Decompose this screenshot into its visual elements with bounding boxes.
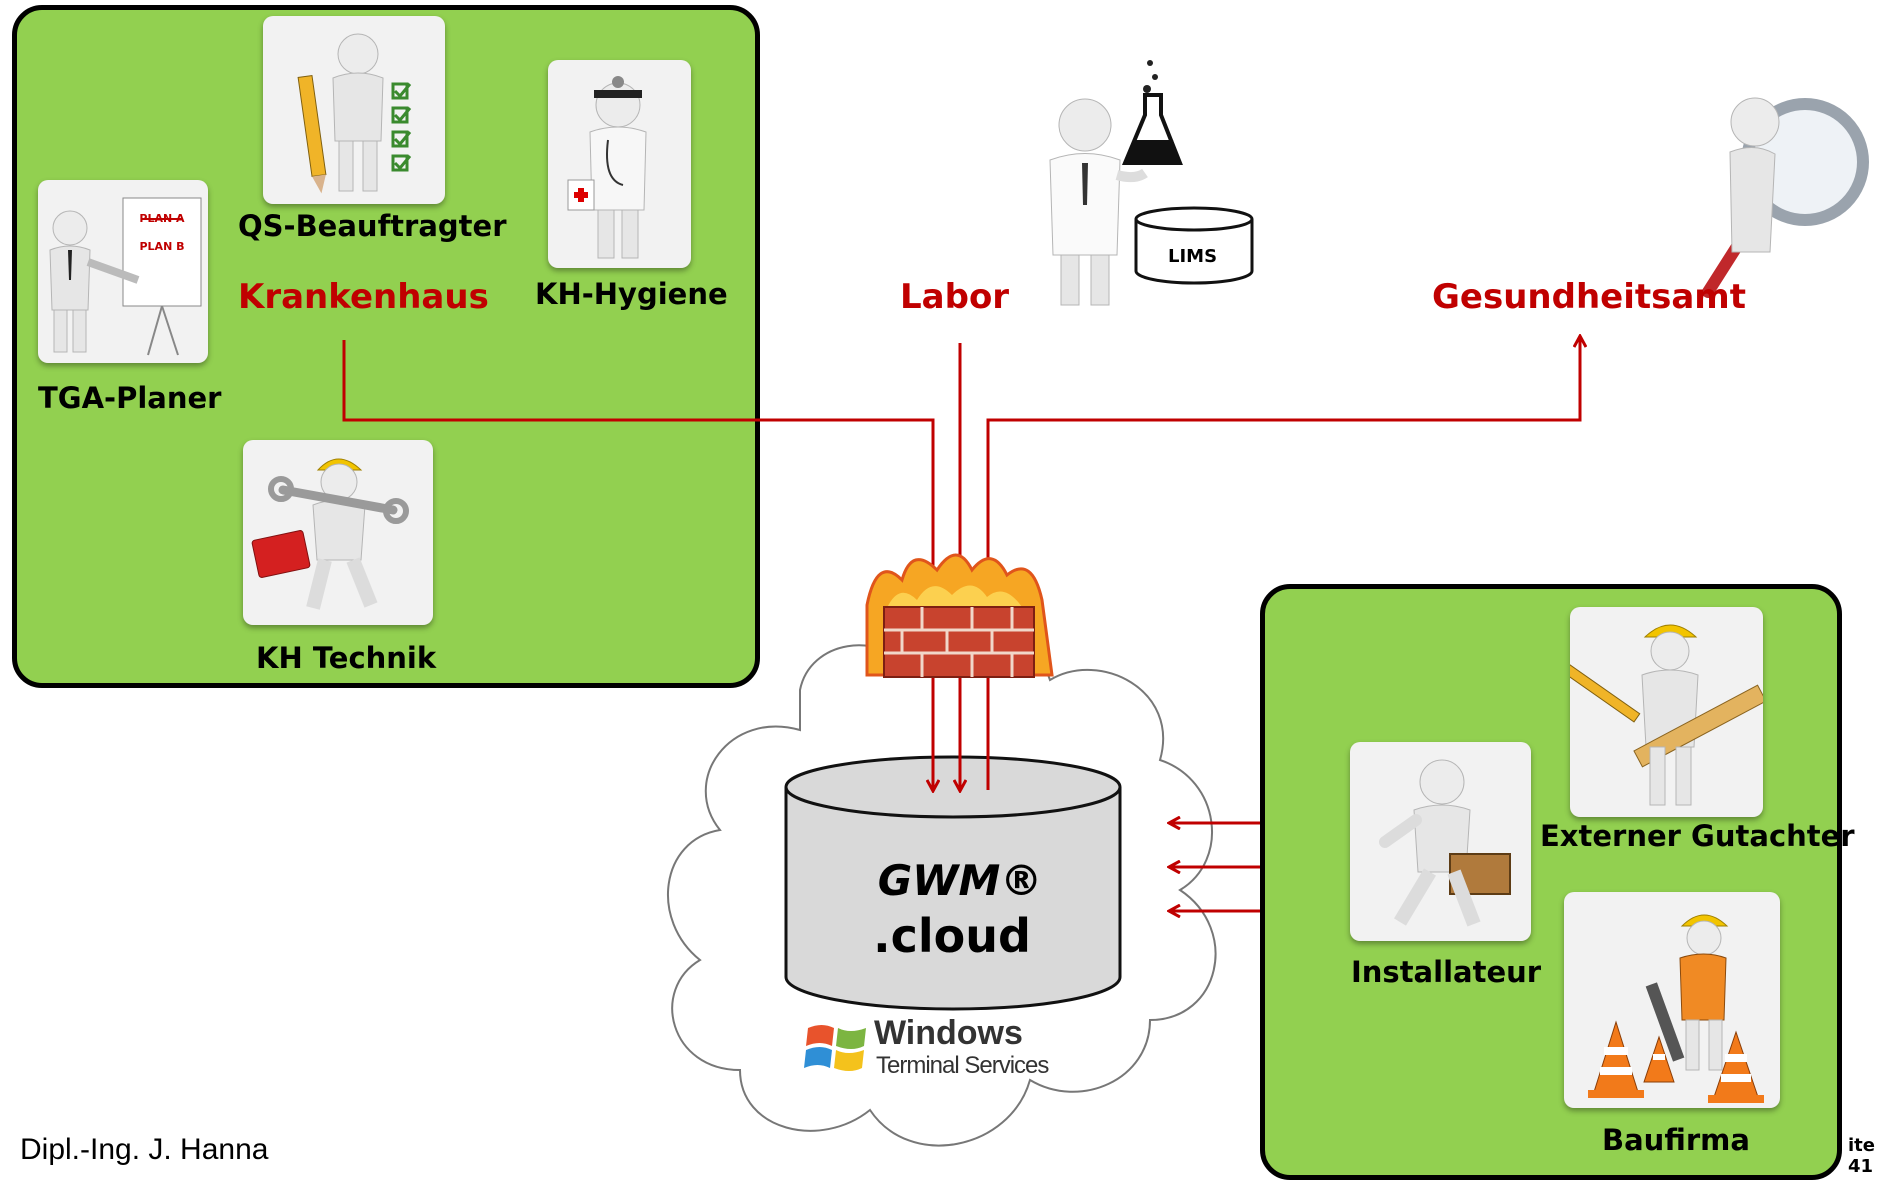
kh-hygiene-card — [548, 60, 691, 268]
windows-label: Windows — [874, 1014, 1023, 1052]
doctor-figure-icon — [567, 76, 647, 259]
terminal-services-label: Terminal Services — [876, 1052, 1049, 1079]
figure-checklist-icon — [297, 33, 412, 194]
externer-gutachter-label: Externer Gutachter — [1540, 819, 1855, 853]
windows-logo-icon — [804, 1025, 866, 1071]
kh-technik-label: KH Technik — [256, 641, 437, 675]
externer-gutachter-card — [1570, 607, 1763, 817]
plan-b-text: PLAN B — [139, 240, 184, 253]
gwm-product-label: GWM® — [877, 856, 1043, 905]
plumber-toolbox-icon — [1379, 759, 1511, 927]
installateur-card — [1350, 742, 1531, 941]
technician-toolbox-icon — [251, 458, 409, 610]
installateur-label: Installateur — [1351, 955, 1542, 989]
page-number: ite 41 — [1848, 1135, 1875, 1177]
lab-scientist-icon — [1049, 60, 1183, 306]
presenter-flipchart-icon: PLAN A PLAN B — [49, 197, 202, 356]
firewall-icon — [865, 553, 1054, 678]
baufirma-label: Baufirma — [1602, 1123, 1750, 1157]
baufirma-card — [1564, 892, 1780, 1108]
qs-beauftragter-card — [263, 16, 445, 204]
krankenhaus-arrow — [342, 340, 933, 790]
engineer-ruler-icon — [1570, 624, 1763, 806]
gwm-cloud-label: .cloud — [873, 909, 1031, 963]
magnifier-figure-icon — [1702, 97, 1869, 298]
footer-author: Dipl.-Ing. J. Hanna — [20, 1133, 269, 1166]
construction-worker-icon — [1588, 914, 1764, 1103]
lims-label: LIMS — [1168, 246, 1218, 267]
gesundheitsamt-label: Gesundheitsamt — [1432, 277, 1746, 317]
qs-beauftragter-label: QS-Beauftragter — [238, 209, 507, 243]
tga-planer-card: PLAN A PLAN B — [38, 180, 208, 363]
labor-label: Labor — [900, 277, 1010, 317]
kh-hygiene-label: KH-Hygiene — [535, 277, 728, 311]
kh-technik-card — [243, 440, 433, 625]
lims-database-icon — [1134, 206, 1254, 285]
krankenhaus-label: Krankenhaus — [238, 277, 489, 317]
tga-planer-label: TGA-Planer — [38, 381, 222, 415]
